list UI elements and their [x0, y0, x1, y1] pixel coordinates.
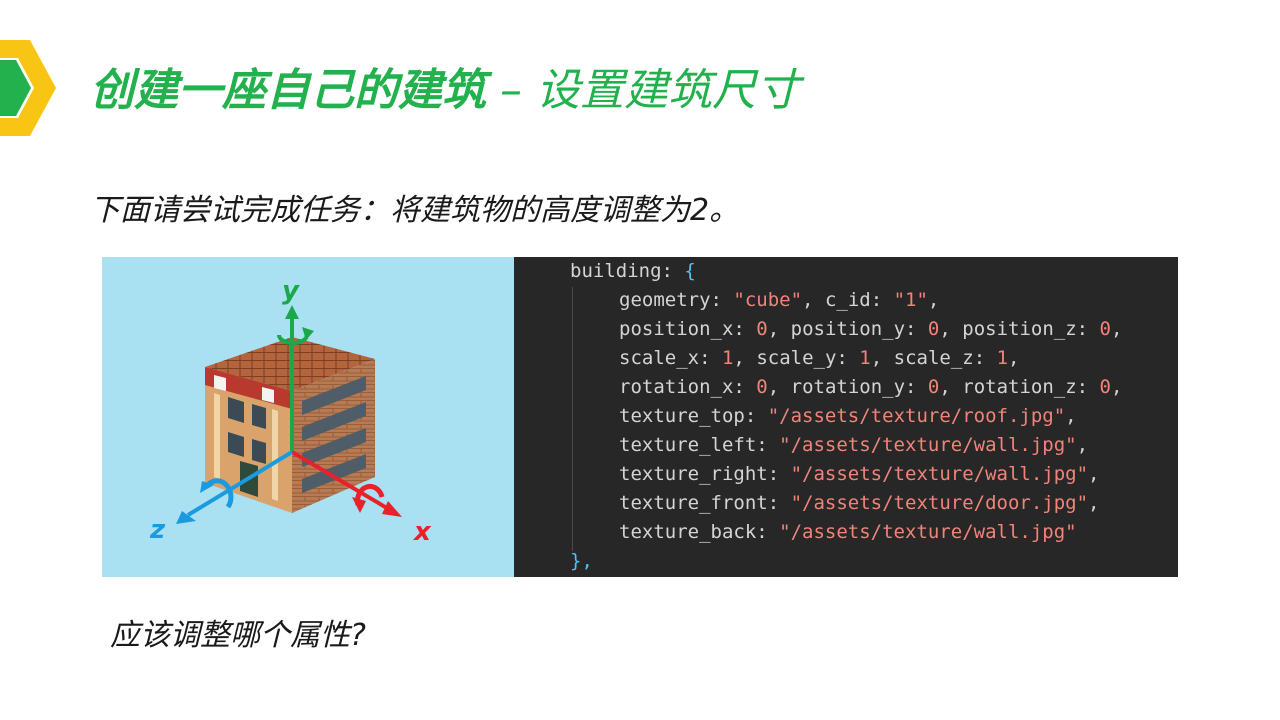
- code-line-rotation: rotation_x: 0, rotation_y: 0, rotation_z…: [619, 376, 1123, 398]
- title-subtitle: – 设置建筑尺寸: [486, 65, 800, 116]
- x-axis-label: x: [412, 517, 432, 547]
- code-line-texture-back: texture_back: "/assets/texture/wall.jpg": [619, 521, 1077, 543]
- z-axis-label: z: [149, 515, 166, 545]
- code-line-texture-front: texture_front: "/assets/texture/door.jpg…: [619, 492, 1100, 514]
- building-axes-illustration: y x z: [102, 257, 514, 577]
- page-title: 创建一座自己的建筑 – 设置建筑尺寸: [90, 54, 800, 118]
- code-line-geometry: geometry: "cube", c_id: "1",: [619, 289, 940, 311]
- z-axis: [186, 450, 294, 517]
- code-line-building: building: {: [570, 260, 696, 282]
- chevron-badge-icon: [0, 40, 56, 136]
- code-line-texture-right: texture_right: "/assets/texture/wall.jpg…: [619, 463, 1100, 485]
- code-line-texture-left: texture_left: "/assets/texture/wall.jpg"…: [619, 434, 1089, 456]
- code-line-close: },: [570, 550, 593, 572]
- question-prompt: 应该调整哪个属性?: [110, 618, 366, 653]
- title-main: 创建一座自己的建筑: [90, 65, 486, 116]
- code-panel: building: { geometry: "cube", c_id: "1",…: [514, 257, 1178, 577]
- y-axis-label: y: [282, 276, 300, 306]
- indent-guide: [572, 287, 573, 551]
- task-instruction: 下面请尝试完成任务：将建筑物的高度调整为2。: [90, 193, 740, 228]
- x-axis: [290, 450, 394, 513]
- building-axes-diagram: y x z: [149, 276, 432, 547]
- building-front-face: [205, 367, 292, 513]
- code-line-scale: scale_x: 1, scale_y: 1, scale_z: 1,: [619, 347, 1020, 369]
- code-line-texture-top: texture_top: "/assets/texture/roof.jpg",: [619, 405, 1077, 427]
- z-rotation-arrow-icon: [203, 478, 234, 509]
- code-line-position: position_x: 0, position_y: 0, position_z…: [619, 318, 1123, 340]
